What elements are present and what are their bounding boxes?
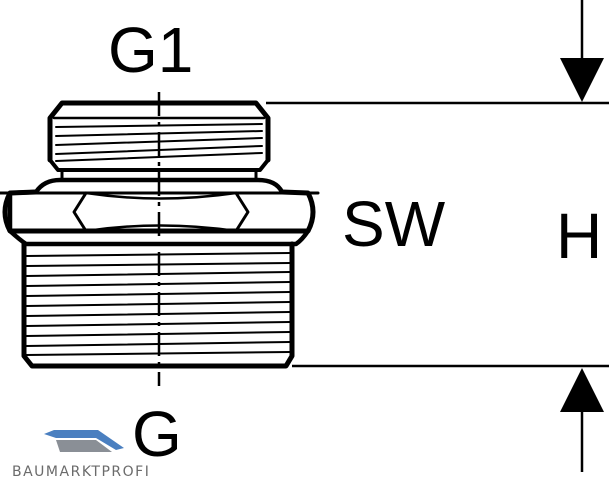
logo-text: BAUMARKTPROFI [12,464,150,480]
bottom-thread-label: G [132,398,182,470]
logo-roof-icon [44,430,124,450]
wrench-size-label: SW [342,188,446,260]
height-label: H [556,200,602,272]
up-arrow-icon [560,368,604,412]
down-arrow-icon [560,58,604,102]
top-thread-label: G1 [108,14,193,86]
baumarktprofi-logo: BAUMARKTPROFI [12,430,150,480]
height-dimension [266,0,609,472]
logo-body-icon [56,440,112,452]
